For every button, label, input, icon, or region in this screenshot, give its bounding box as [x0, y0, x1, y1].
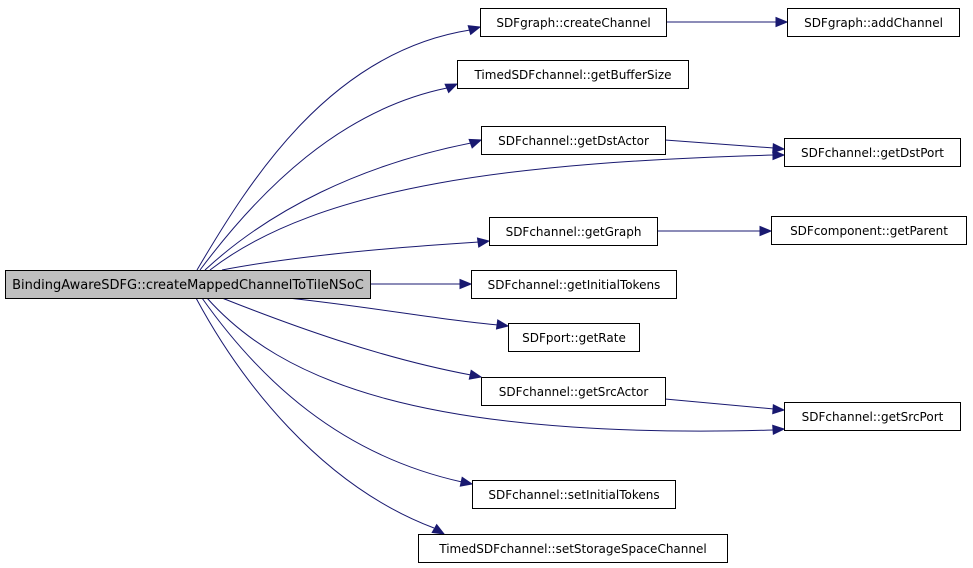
node-box[interactable] — [787, 8, 960, 37]
node-label: TimedSDFchannel::setStorageSpaceChannel — [438, 542, 706, 556]
node-label: SDFchannel::setInitialTokens — [488, 488, 659, 502]
arrowhead-icon — [772, 149, 786, 161]
node-label: SDFchannel::getDstActor — [498, 134, 649, 148]
node-getDstActor[interactable]: SDFchannel::getDstActor — [481, 126, 666, 155]
node-label: BindingAwareSDFG::createMappedChannelToT… — [12, 278, 364, 293]
node-box[interactable] — [481, 126, 666, 155]
node-box[interactable] — [784, 402, 961, 431]
edge-root-to-getDstActor — [204, 138, 483, 271]
arrowhead-icon — [775, 16, 789, 28]
edge-root-to-getDstPort — [209, 149, 786, 271]
edge-line — [221, 297, 472, 376]
node-label: SDFgraph::createChannel — [496, 16, 650, 30]
edge-root-to-getSrcActor — [221, 297, 483, 380]
node-box[interactable] — [457, 60, 689, 89]
node-getParent[interactable]: SDFcomponent::getParent — [771, 216, 967, 245]
edge-line — [209, 154, 775, 271]
node-setStorageSpaceChannel[interactable]: TimedSDFchannel::setStorageSpaceChannel — [418, 534, 728, 563]
edge-line — [204, 142, 472, 271]
root-node[interactable]: BindingAwareSDFG::createMappedChannelToT… — [5, 270, 371, 299]
node-box[interactable] — [5, 270, 371, 299]
edge-getDstActor-to-getDstPort — [664, 139, 786, 154]
edge-root-to-getSrcPort — [206, 297, 786, 436]
node-box[interactable] — [771, 216, 967, 245]
edges-layer — [195, 16, 789, 535]
node-label: SDFchannel::getDstPort — [801, 146, 944, 160]
node-box[interactable] — [508, 323, 640, 352]
arrowhead-icon — [772, 403, 786, 415]
node-box[interactable] — [481, 377, 666, 406]
edge-line — [195, 297, 435, 529]
arrowhead-icon — [476, 237, 491, 248]
node-label: SDFchannel::getGraph — [506, 225, 642, 239]
node-addChannel[interactable]: SDFgraph::addChannel — [787, 8, 960, 37]
node-label: SDFchannel::getSrcActor — [499, 385, 649, 399]
arrowhead-icon — [444, 83, 459, 94]
edge-line — [199, 87, 448, 271]
edge-line — [206, 297, 775, 432]
edge-line — [201, 297, 463, 483]
edge-root-to-setInitialTokens — [201, 297, 474, 487]
node-getRate[interactable]: SDFport::getRate — [508, 323, 640, 352]
node-box[interactable] — [480, 8, 667, 37]
arrowhead-icon — [459, 278, 473, 290]
edge-root-to-setStorageSpaceChannel — [195, 297, 446, 535]
arrowhead-icon — [468, 369, 483, 380]
node-box[interactable] — [784, 138, 961, 167]
node-box[interactable] — [472, 480, 676, 509]
arrowhead-icon — [431, 523, 446, 535]
node-box[interactable] — [471, 270, 677, 299]
edge-root-to-getInitialTokens — [370, 278, 473, 290]
node-label: TimedSDFchannel::getBufferSize — [473, 68, 671, 82]
node-getDstPort[interactable]: SDFchannel::getDstPort — [784, 138, 961, 167]
edge-getSrcActor-to-getSrcPort — [664, 398, 786, 415]
edge-line — [664, 139, 775, 149]
arrowhead-icon — [495, 319, 510, 330]
edge-line — [196, 29, 471, 271]
arrowhead-icon — [772, 424, 786, 436]
edge-root-to-createChannel — [196, 25, 482, 271]
node-label: SDFport::getRate — [522, 331, 626, 345]
node-label: SDFgraph::addChannel — [804, 16, 943, 30]
edge-root-to-getRate — [287, 297, 510, 330]
node-getGraph[interactable]: SDFchannel::getGraph — [489, 217, 658, 246]
node-box[interactable] — [418, 534, 728, 563]
node-setInitialTokens[interactable]: SDFchannel::setInitialTokens — [472, 480, 676, 509]
arrowhead-icon — [772, 142, 786, 154]
arrowhead-icon — [459, 476, 474, 487]
node-createChannel[interactable]: SDFgraph::createChannel — [480, 8, 667, 37]
arrowhead-icon — [467, 25, 482, 36]
node-getBufferSize[interactable]: TimedSDFchannel::getBufferSize — [457, 60, 689, 89]
arrowhead-icon — [468, 138, 483, 149]
edge-root-to-getBufferSize — [199, 83, 459, 271]
arrowhead-icon — [759, 225, 773, 237]
edge-line — [221, 241, 480, 271]
node-getSrcActor[interactable]: SDFchannel::getSrcActor — [481, 377, 666, 406]
edge-line — [664, 398, 775, 410]
node-getInitialTokens[interactable]: SDFchannel::getInitialTokens — [471, 270, 677, 299]
edge-createChannel-to-addChannel — [666, 16, 789, 28]
edge-line — [287, 297, 499, 326]
edge-getGraph-to-getParent — [657, 225, 773, 237]
node-label: SDFchannel::getSrcPort — [802, 410, 944, 424]
node-label: SDFcomponent::getParent — [790, 224, 948, 238]
nodes-layer: BindingAwareSDFG::createMappedChannelToT… — [5, 8, 967, 563]
edge-root-to-getGraph — [221, 237, 491, 271]
node-label: SDFchannel::getInitialTokens — [488, 278, 661, 292]
node-getSrcPort[interactable]: SDFchannel::getSrcPort — [784, 402, 961, 431]
node-box[interactable] — [489, 217, 658, 246]
